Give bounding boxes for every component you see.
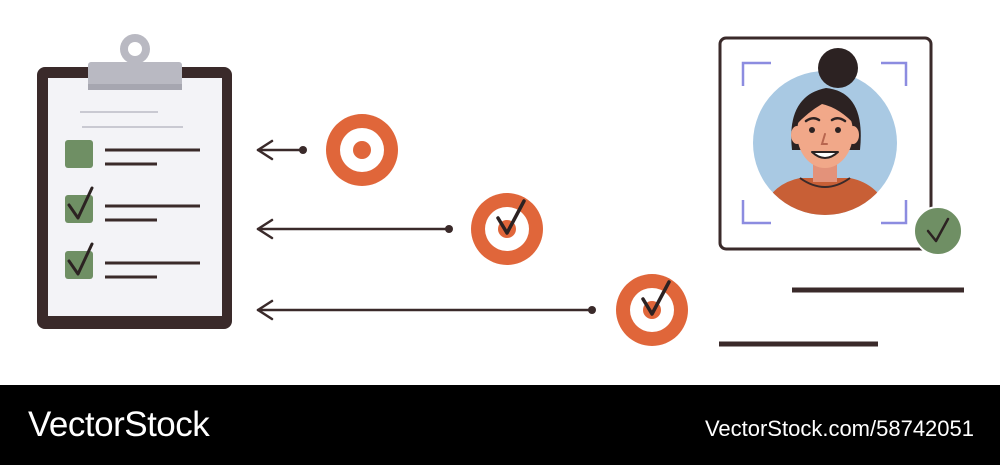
illustration-scene <box>37 34 964 347</box>
verified-check-icon <box>913 206 963 256</box>
target-checked-icon <box>616 274 688 346</box>
target-icon <box>326 114 398 186</box>
avatar <box>753 48 897 215</box>
checkmark-icon <box>496 199 526 235</box>
clipboard <box>37 34 232 329</box>
profile-card <box>718 36 963 256</box>
checklist-item <box>65 186 200 223</box>
target-checked-icon <box>471 193 543 265</box>
arrow-left-icon <box>256 299 596 321</box>
clipboard-clip-icon <box>88 34 182 90</box>
image-id-link: VectorStock.com/58742051 <box>704 416 974 441</box>
illustration-canvas <box>37 34 964 347</box>
checkbox-icon <box>65 140 93 168</box>
checkmark-icon <box>67 242 94 276</box>
watermark-footer: VectorStock VectorStock.com/58742051 <box>0 385 1000 465</box>
brand-logo: VectorStock <box>28 405 210 444</box>
checkmark-icon <box>641 280 671 316</box>
arrow-left-icon <box>256 139 307 161</box>
checklist-item <box>65 140 200 168</box>
checklist-item <box>65 242 200 279</box>
scan-frame-icon <box>741 61 908 225</box>
checkmark-icon <box>67 186 94 220</box>
arrow-left-icon <box>256 218 453 240</box>
